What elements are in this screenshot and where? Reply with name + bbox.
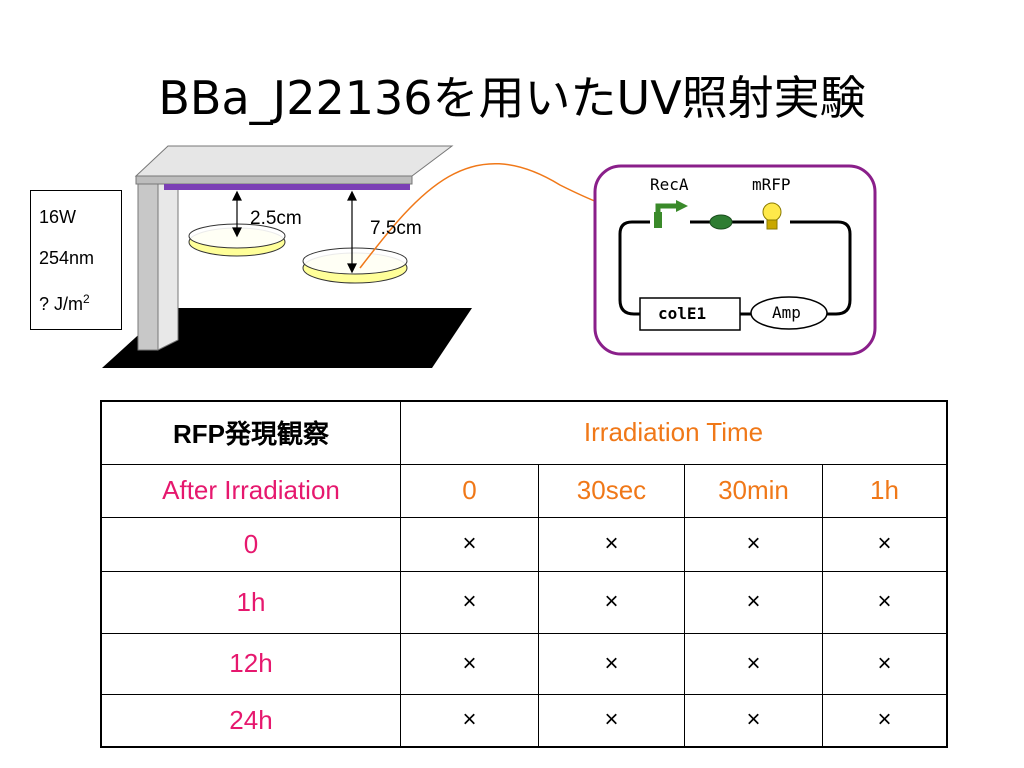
- table-cell: ×: [400, 632, 539, 695]
- distance-label-far: 7.5cm: [370, 218, 422, 239]
- table-cell: ×: [400, 693, 539, 748]
- lightbulb-icon: [762, 202, 782, 230]
- petri-dish-far: [302, 247, 408, 284]
- table-cell: ×: [538, 693, 685, 748]
- table-row: 24h × × × ×: [100, 693, 948, 748]
- table-row: 1h × × × ×: [100, 570, 948, 634]
- rbs-icon: [709, 214, 733, 230]
- table-cell: ×: [822, 516, 948, 572]
- table-row: 12h × × × ×: [100, 632, 948, 695]
- table-row: 0 × × × ×: [100, 516, 948, 572]
- row-label: 12h: [100, 632, 401, 695]
- table-corner-header: RFP発現観察: [100, 400, 401, 465]
- uv-lamp: [164, 184, 410, 190]
- base-platform: [102, 308, 472, 368]
- irradiation-time-header: Irradiation Time: [400, 400, 948, 465]
- table-cell: ×: [400, 570, 539, 634]
- origin-box: [639, 297, 741, 331]
- lamp-spec-box: 16W 254nm ? J/m2: [30, 190, 122, 330]
- top-shelf-edge: [135, 175, 413, 185]
- top-shelf: [134, 145, 454, 177]
- stand-side: [137, 177, 159, 351]
- stand-front: [157, 179, 179, 351]
- uv-apparatus-diagram: [102, 145, 877, 368]
- distance-arrow-far: [347, 190, 357, 274]
- table-cell: ×: [400, 516, 539, 572]
- lamp-power: 16W: [39, 207, 77, 227]
- origin-label: colE1: [658, 304, 707, 323]
- column-header: 30min: [684, 463, 823, 518]
- plasmid-backbone: [618, 220, 650, 316]
- table-cell: ×: [684, 632, 823, 695]
- column-header: 1h: [822, 463, 948, 518]
- promoter-icon: [654, 200, 688, 228]
- lamp-wavelength: 254nm: [39, 248, 95, 268]
- table-cell: ×: [684, 570, 823, 634]
- table-cell: ×: [822, 632, 948, 695]
- promoter-label: RecA: [650, 175, 689, 194]
- resistance-ellipse: [750, 296, 828, 330]
- distance-label-near: 2.5cm: [250, 208, 302, 229]
- rfp-observation-table: RFP発現観察 Irradiation Time After Irradiati…: [100, 400, 948, 748]
- table-cell: ×: [822, 570, 948, 634]
- page-title: BBa_J22136を用いたUV照射実験: [158, 71, 866, 125]
- column-header: 30sec: [538, 463, 685, 518]
- table-cell: ×: [538, 632, 685, 695]
- row-label: 1h: [100, 570, 401, 634]
- table-cell: ×: [684, 516, 823, 572]
- resistance-label: Amp: [772, 303, 801, 322]
- table-cell: ×: [822, 693, 948, 748]
- table-cell: ×: [684, 693, 823, 748]
- distance-arrow-near: [232, 190, 242, 238]
- row-label: 24h: [100, 693, 401, 748]
- table-cell: ×: [538, 516, 685, 572]
- column-header: 0: [400, 463, 539, 518]
- table-cell: ×: [538, 570, 685, 634]
- reporter-label: mRFP: [752, 175, 791, 194]
- after-irradiation-header: After Irradiation: [100, 463, 401, 518]
- lamp-dose: ? J/m2: [39, 292, 90, 314]
- row-label: 0: [100, 516, 401, 572]
